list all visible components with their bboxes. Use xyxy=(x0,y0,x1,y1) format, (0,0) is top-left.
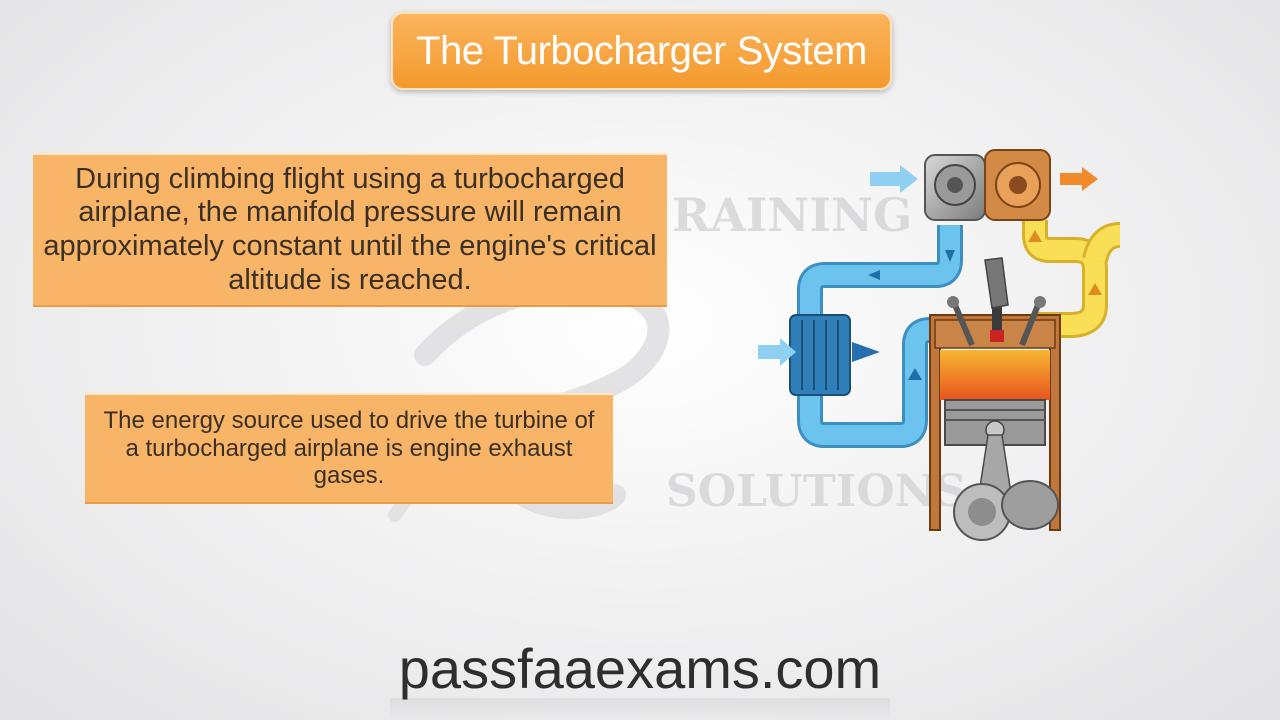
watermark-training-text: RAINING xyxy=(672,188,913,242)
valves xyxy=(947,296,1046,347)
info-box-energy-source: The energy source used to drive the turb… xyxy=(85,393,613,504)
spark-plug xyxy=(990,298,1004,342)
cooling-air-arrow-in xyxy=(758,338,796,366)
turbocharger xyxy=(924,149,1051,221)
cooling-air-arrow-out xyxy=(852,342,880,362)
intake-pipe xyxy=(797,225,963,448)
website-url[interactable]: passfaaexams.com xyxy=(398,637,882,700)
page-title: The Turbocharger System xyxy=(416,28,867,73)
url-reflection xyxy=(390,698,890,720)
ignition-lead xyxy=(984,257,1009,309)
turbocharger-diagram xyxy=(758,149,1122,541)
watermark-solutions-text: SOLUTIONS xyxy=(666,466,967,517)
intercooler xyxy=(789,314,851,396)
info-text-manifold-pressure: During climbing flight using a turbochar… xyxy=(43,162,657,296)
exhaust-pipe xyxy=(1022,220,1122,338)
info-text-energy-source: The energy source used to drive the turb… xyxy=(103,406,595,490)
exhaust-out-arrow xyxy=(1060,167,1098,191)
intake-air-arrow xyxy=(870,165,918,193)
engine-cylinder xyxy=(929,314,1061,541)
info-box-manifold-pressure: During climbing flight using a turbochar… xyxy=(33,153,667,307)
title-banner: The Turbocharger System xyxy=(391,12,892,90)
